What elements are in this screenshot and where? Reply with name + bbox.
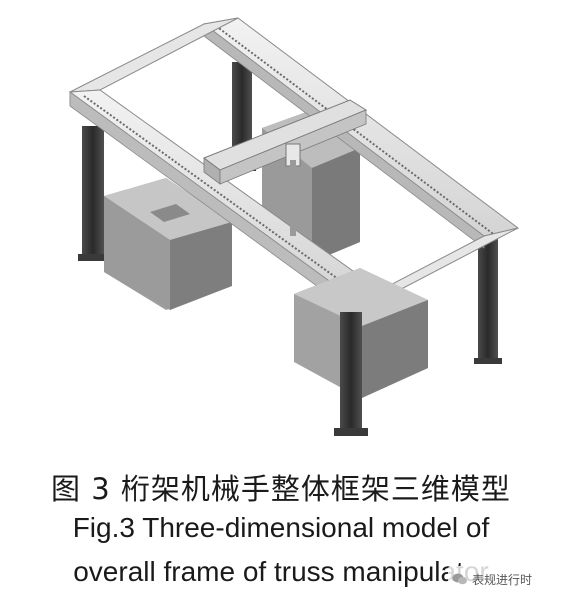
watermark: 表规进行时 bbox=[448, 566, 558, 592]
vertical-arm bbox=[285, 143, 301, 236]
watermark-text: 表规进行时 bbox=[472, 572, 533, 587]
workpiece-block-left bbox=[104, 178, 232, 310]
front-left-leg bbox=[78, 126, 108, 261]
truss-manipulator-3d-model bbox=[68, 17, 520, 436]
front-right-leg bbox=[334, 312, 368, 436]
back-right-leg bbox=[474, 232, 502, 364]
figure-caption-chinese: 图 3 桁架机械手整体框架三维模型 bbox=[51, 472, 511, 506]
figure-caption-english-line1: Fig.3 Three-dimensional model of bbox=[72, 512, 490, 543]
wechat-icon bbox=[452, 573, 467, 585]
figure-caption-english-line2: overall frame of truss manipulator bbox=[73, 556, 489, 587]
